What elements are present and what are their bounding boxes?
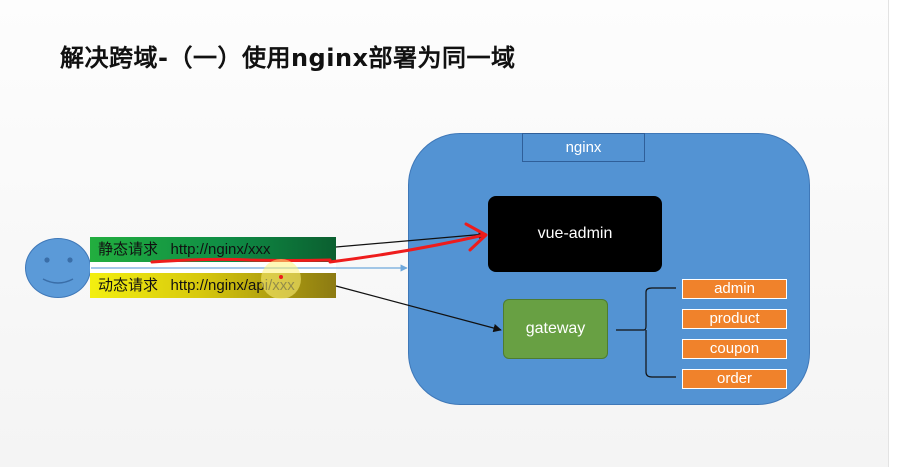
slide-title: 解决跨域-（一）使用nginx部署为同一域: [60, 44, 516, 72]
services-brace: [616, 287, 676, 378]
vue-admin-box: vue-admin: [488, 196, 662, 272]
gateway-box: gateway: [503, 299, 608, 359]
red-arrow-annotation: [328, 233, 486, 264]
static-request-bar: 静态请求 http://nginx/xxx: [90, 237, 336, 262]
dynamic-to-gateway-arrow: [335, 285, 502, 333]
nginx-label: nginx: [522, 133, 645, 162]
static-to-vue-arrow: [335, 230, 487, 248]
red-underline-annotation: [150, 257, 332, 264]
face-left-eye: [44, 257, 50, 263]
vue-admin-label: vue-admin: [537, 225, 613, 242]
slide-margin: [888, 0, 922, 467]
service-coupon: coupon: [682, 339, 787, 359]
service-order: order: [682, 369, 787, 389]
red-arrowhead-annotation: [464, 222, 488, 252]
face-features: [42, 257, 74, 284]
service-admin: admin: [682, 279, 787, 299]
service-product: product: [682, 309, 787, 329]
gateway-label: gateway: [525, 320, 586, 337]
cursor-dot: [279, 275, 283, 279]
face-smile: [42, 278, 74, 284]
face-right-eye: [67, 257, 73, 263]
